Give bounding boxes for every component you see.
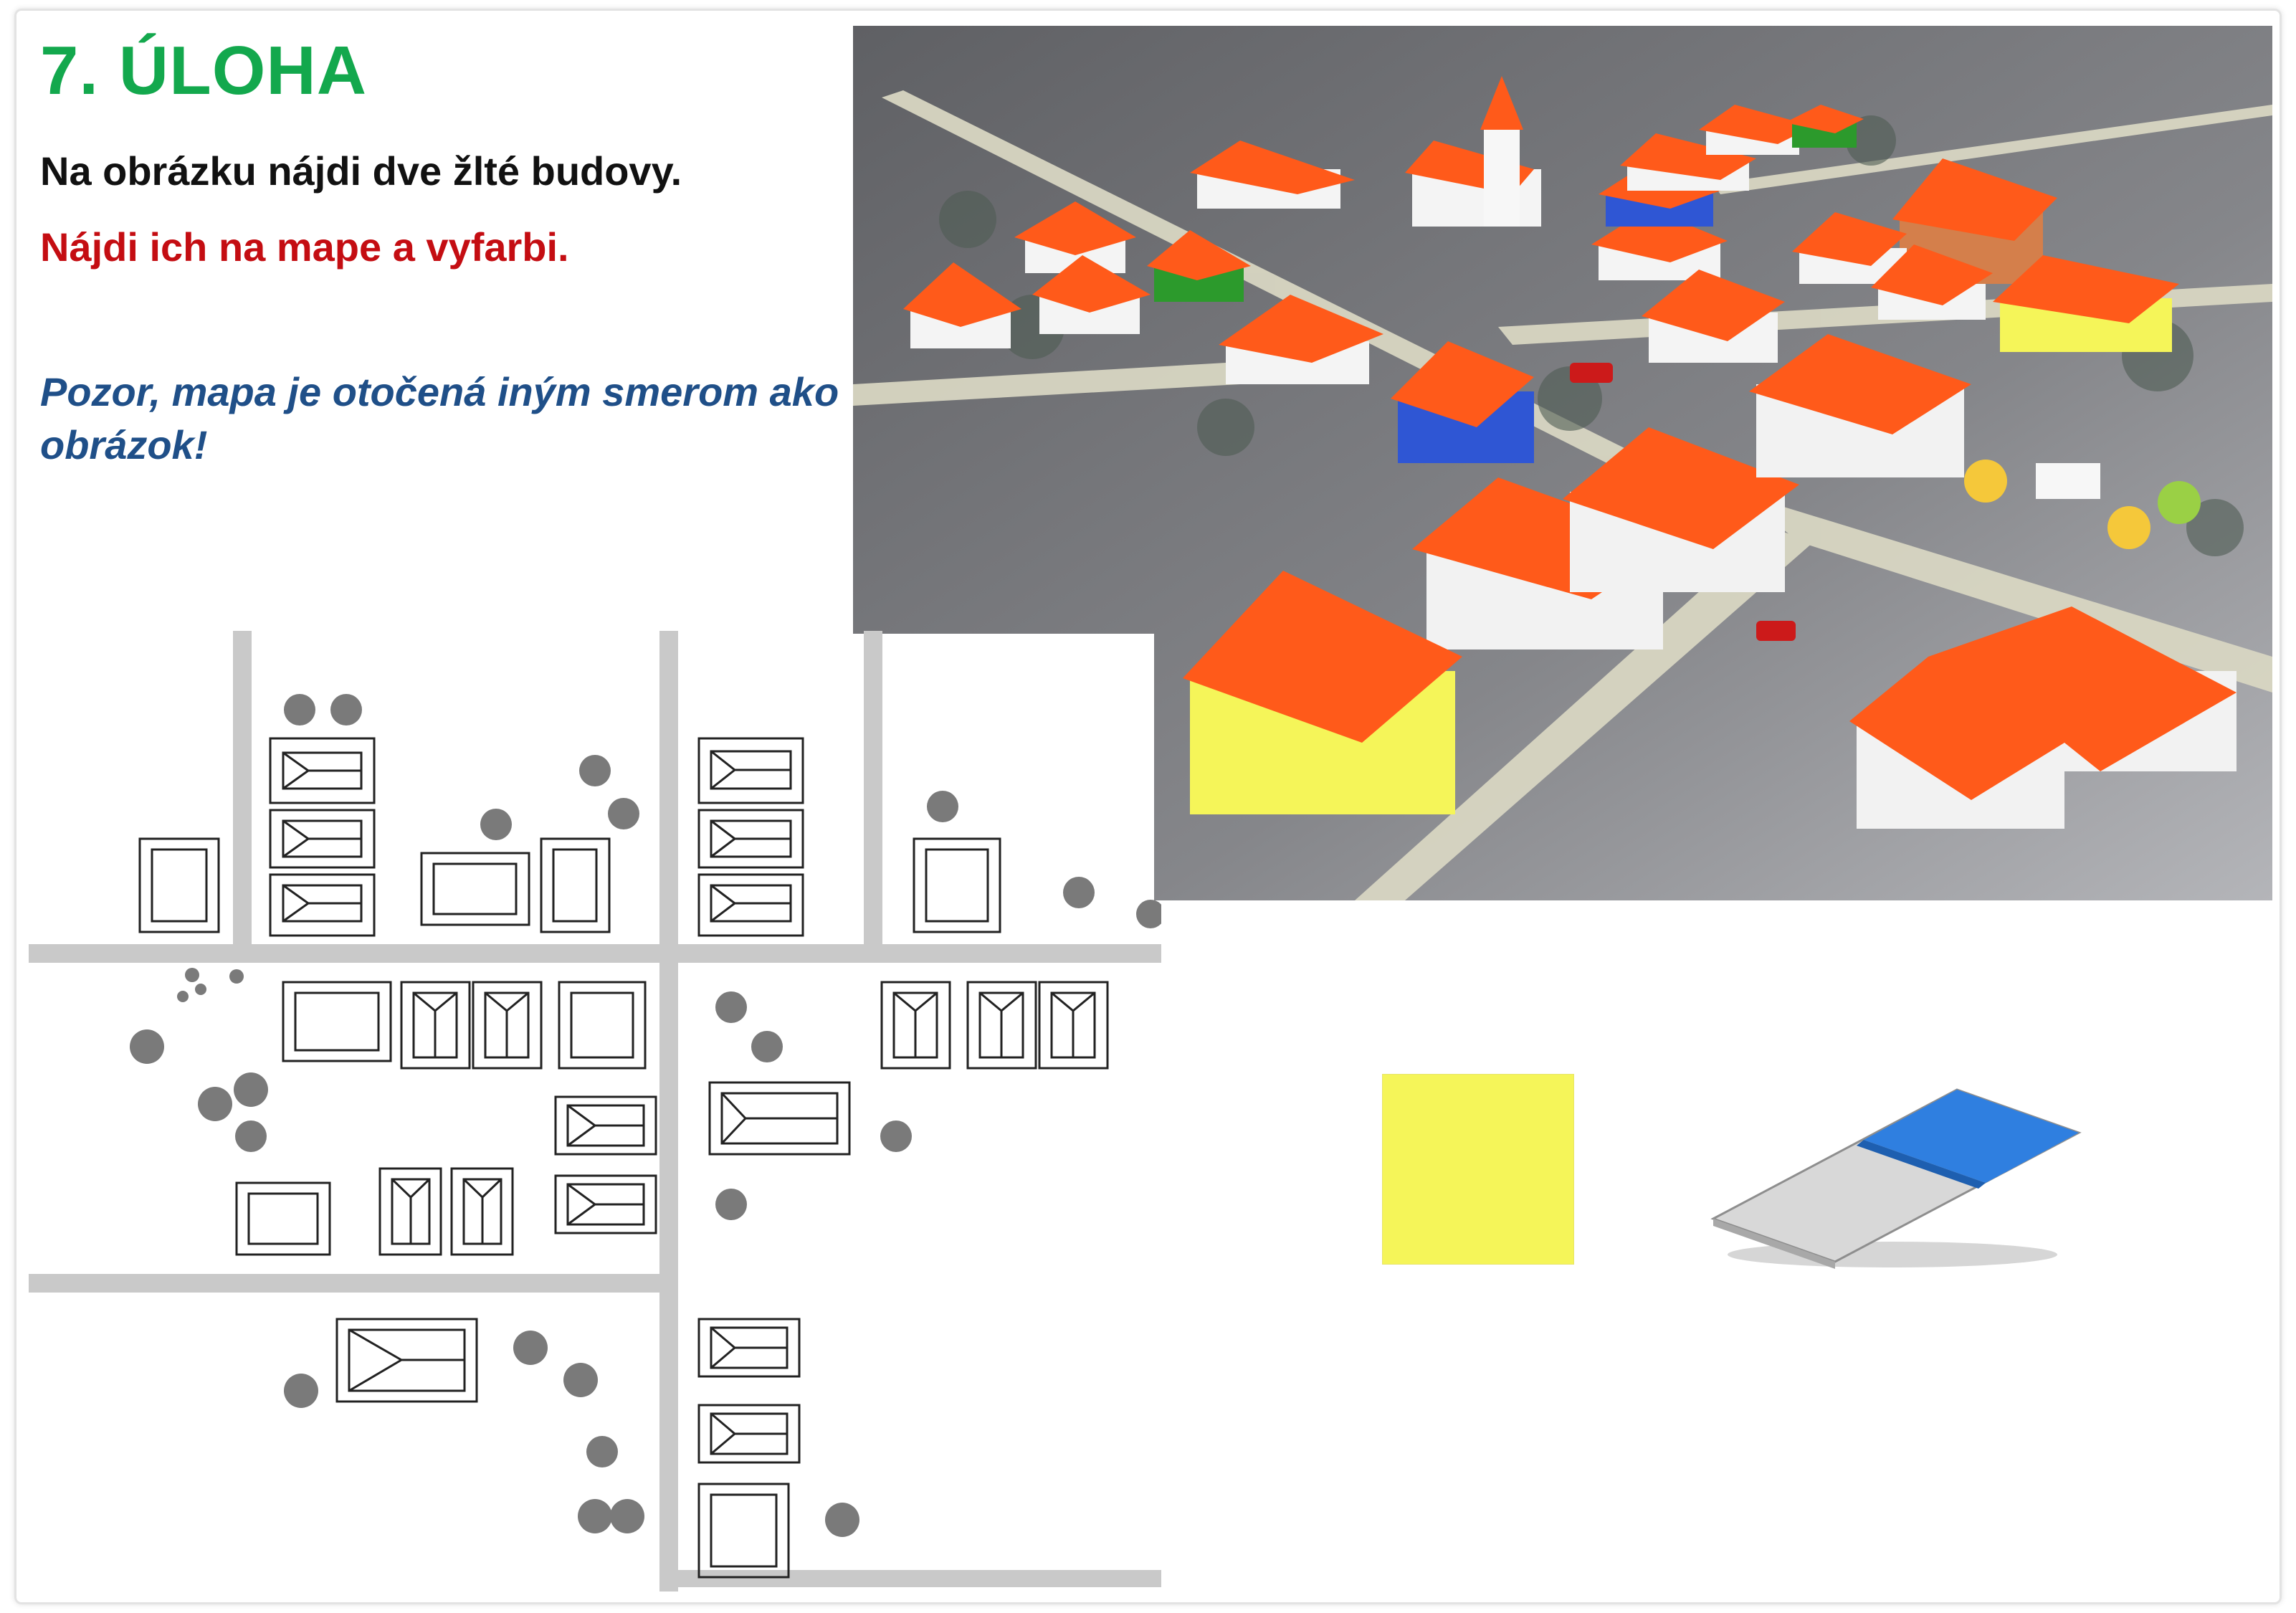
warning-map-rotated: Pozor, mapa je otočená iným smerom ako o…: [40, 369, 839, 467]
map-buildings: [138, 737, 1109, 1579]
map-roads: [29, 631, 1161, 1591]
village-3d-illustration: [853, 26, 2272, 900]
instruction-find-buildings: Na obrázku nájdi dve žlté budovy.: [40, 148, 682, 194]
yellow-color-swatch[interactable]: [1382, 1074, 1574, 1265]
map-trees: [130, 694, 1161, 1537]
task-title: 7. ÚLOHA: [40, 32, 368, 109]
background-houses: [903, 76, 2179, 463]
eraser-icon[interactable]: [1706, 1075, 2093, 1276]
village-top-down-map: [29, 631, 1161, 1591]
worksheet-frame: [14, 9, 2282, 1604]
instruction-color-map: Nájdi ich na mape a vyfarbi.: [40, 224, 569, 270]
foreground-houses: [1183, 334, 2237, 829]
